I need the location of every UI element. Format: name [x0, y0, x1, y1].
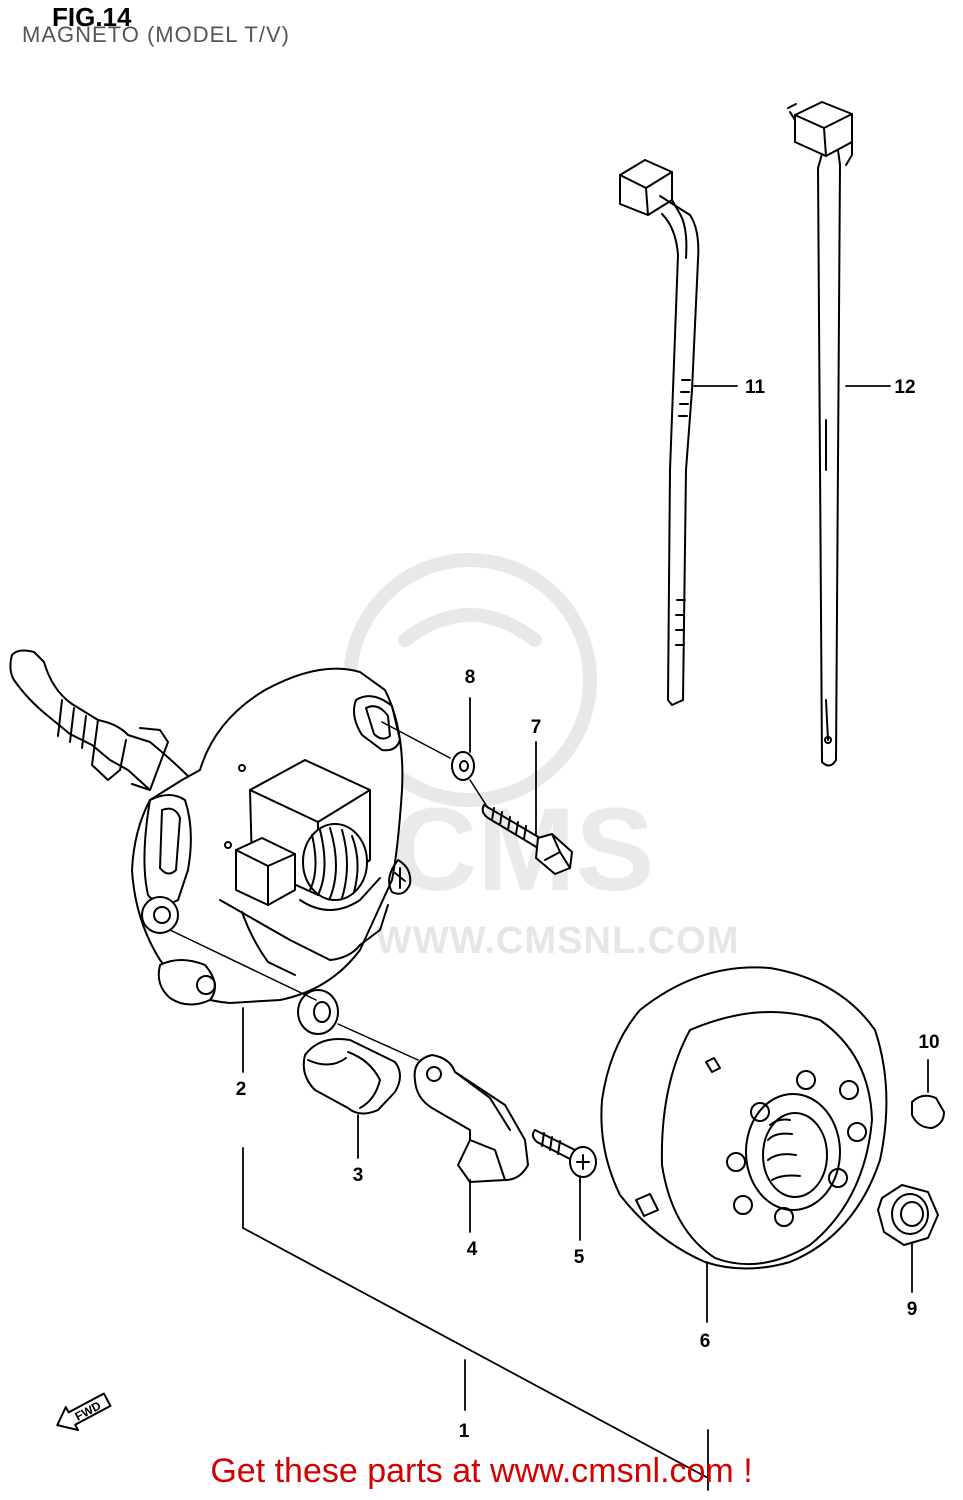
callout-5: 5: [573, 1247, 585, 1268]
part-12-cable-tie: [787, 101, 853, 767]
assembly-lines: [169, 721, 489, 1061]
callout-2: 2: [235, 1079, 247, 1100]
stator-spacer: [297, 989, 339, 1035]
callout-10: 10: [918, 1032, 940, 1053]
part-9-nut: [877, 1184, 939, 1246]
figure-subtitle: MAGNETO (MODEL T/V): [22, 22, 290, 47]
part-10-key: [911, 1094, 945, 1129]
part-5-screw: [531, 1129, 597, 1178]
callout-7: 7: [530, 717, 542, 738]
callout-6: 6: [699, 1331, 711, 1352]
watermark-logo: CMS: [392, 784, 655, 916]
callout-8: 8: [464, 667, 476, 688]
footer-link-text[interactable]: Get these parts at www.cmsnl.com !: [210, 1452, 753, 1490]
part-8-washer: [451, 751, 475, 781]
leader-lines: [242, 385, 929, 1491]
callout-3: 3: [352, 1165, 364, 1186]
callout-12: 12: [894, 377, 916, 398]
figure-title: FIG.14: [52, 2, 132, 32]
part-3-grommet: [302, 1038, 401, 1115]
callout-1: 1: [458, 1421, 470, 1442]
callout-4: 4: [466, 1239, 478, 1260]
part-4-clamp: [413, 1054, 529, 1183]
part-2-stator: [9, 649, 412, 1006]
part-11-cable-tie: [619, 159, 700, 706]
fwd-arrow: FWD: [56, 1392, 112, 1431]
callout-9: 9: [906, 1299, 918, 1320]
part-7-bolt: [481, 804, 573, 875]
part-6-rotor: [600, 966, 888, 1270]
watermark-url: WWW.CMSNL.COM: [376, 920, 740, 962]
callout-11: 11: [744, 377, 766, 398]
